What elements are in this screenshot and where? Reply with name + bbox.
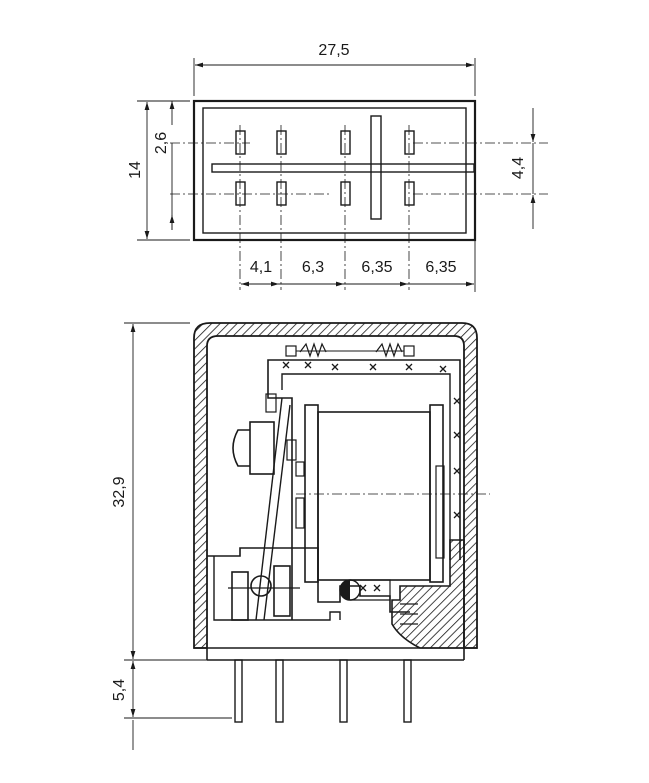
terminal-pin-2 [275, 659, 284, 723]
actuator-block [249, 421, 275, 475]
top-view-inner-outline [202, 107, 467, 234]
top-view: 27,5 14 2,6 4,4 4,1 6,3 6,35 6,35 [127, 42, 548, 292]
vertical-bar [370, 115, 382, 220]
terminal-pin-3 [339, 659, 348, 723]
contact-pivot [250, 575, 272, 597]
dim-label-body-height: 32,9 [111, 476, 128, 507]
dim-label-pin-row-spacing: 4,4 [510, 157, 527, 179]
top-view-centerlines [170, 125, 548, 290]
contact-right [273, 565, 291, 617]
dim-label-overall-height: 14 [127, 161, 144, 179]
top-view-outline [192, 99, 477, 242]
horizontal-bar [211, 163, 475, 173]
coil-flange-left [304, 404, 319, 583]
dim-label-pitch-4: 6,35 [425, 259, 456, 276]
dim-label-pitch-2: 6,3 [302, 259, 324, 276]
upper-pin-row [235, 130, 415, 155]
spring-left [299, 342, 327, 358]
coil-frame [267, 359, 461, 560]
base-block-hatched [391, 539, 465, 649]
coil-winding-marks [282, 361, 461, 592]
side-view: 32,9 5,4 [111, 322, 490, 750]
lower-pin-row [235, 181, 415, 206]
terminal-pins [234, 659, 412, 723]
dim-label-pin-length: 5,4 [111, 679, 128, 701]
spring-right [375, 342, 403, 358]
contact-left [231, 571, 249, 621]
magnet-half [340, 580, 350, 600]
contact-spring [255, 397, 283, 621]
dim-label-overall-width: 27,5 [318, 42, 349, 59]
dim-label-pitch-3: 6,35 [361, 259, 392, 276]
terminal-pin-4 [403, 659, 412, 723]
dim-label-pin-offset-top: 2,6 [153, 132, 170, 154]
armature [267, 380, 293, 620]
dim-label-pitch-1: 4,1 [250, 259, 272, 276]
coil-body [317, 411, 431, 581]
coil-flange-right [429, 404, 444, 583]
terminal-pin-1 [234, 659, 243, 723]
